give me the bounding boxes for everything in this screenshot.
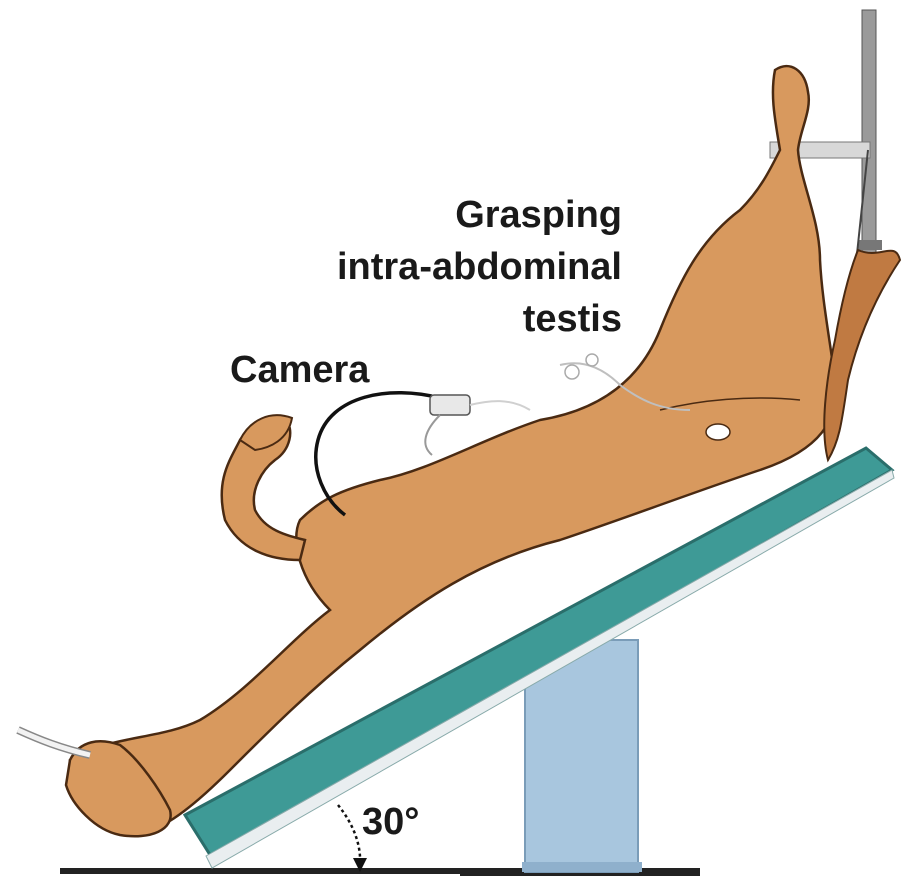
- label-angle: 30°: [362, 800, 419, 844]
- label-grasping-line2: intra-abdominal: [290, 245, 622, 289]
- label-grasping-line3: testis: [460, 297, 622, 341]
- halter-rope: [18, 730, 90, 755]
- horse-figure: [66, 66, 900, 836]
- label-camera: Camera: [230, 348, 369, 392]
- label-grasping-line1: Grasping: [400, 193, 622, 237]
